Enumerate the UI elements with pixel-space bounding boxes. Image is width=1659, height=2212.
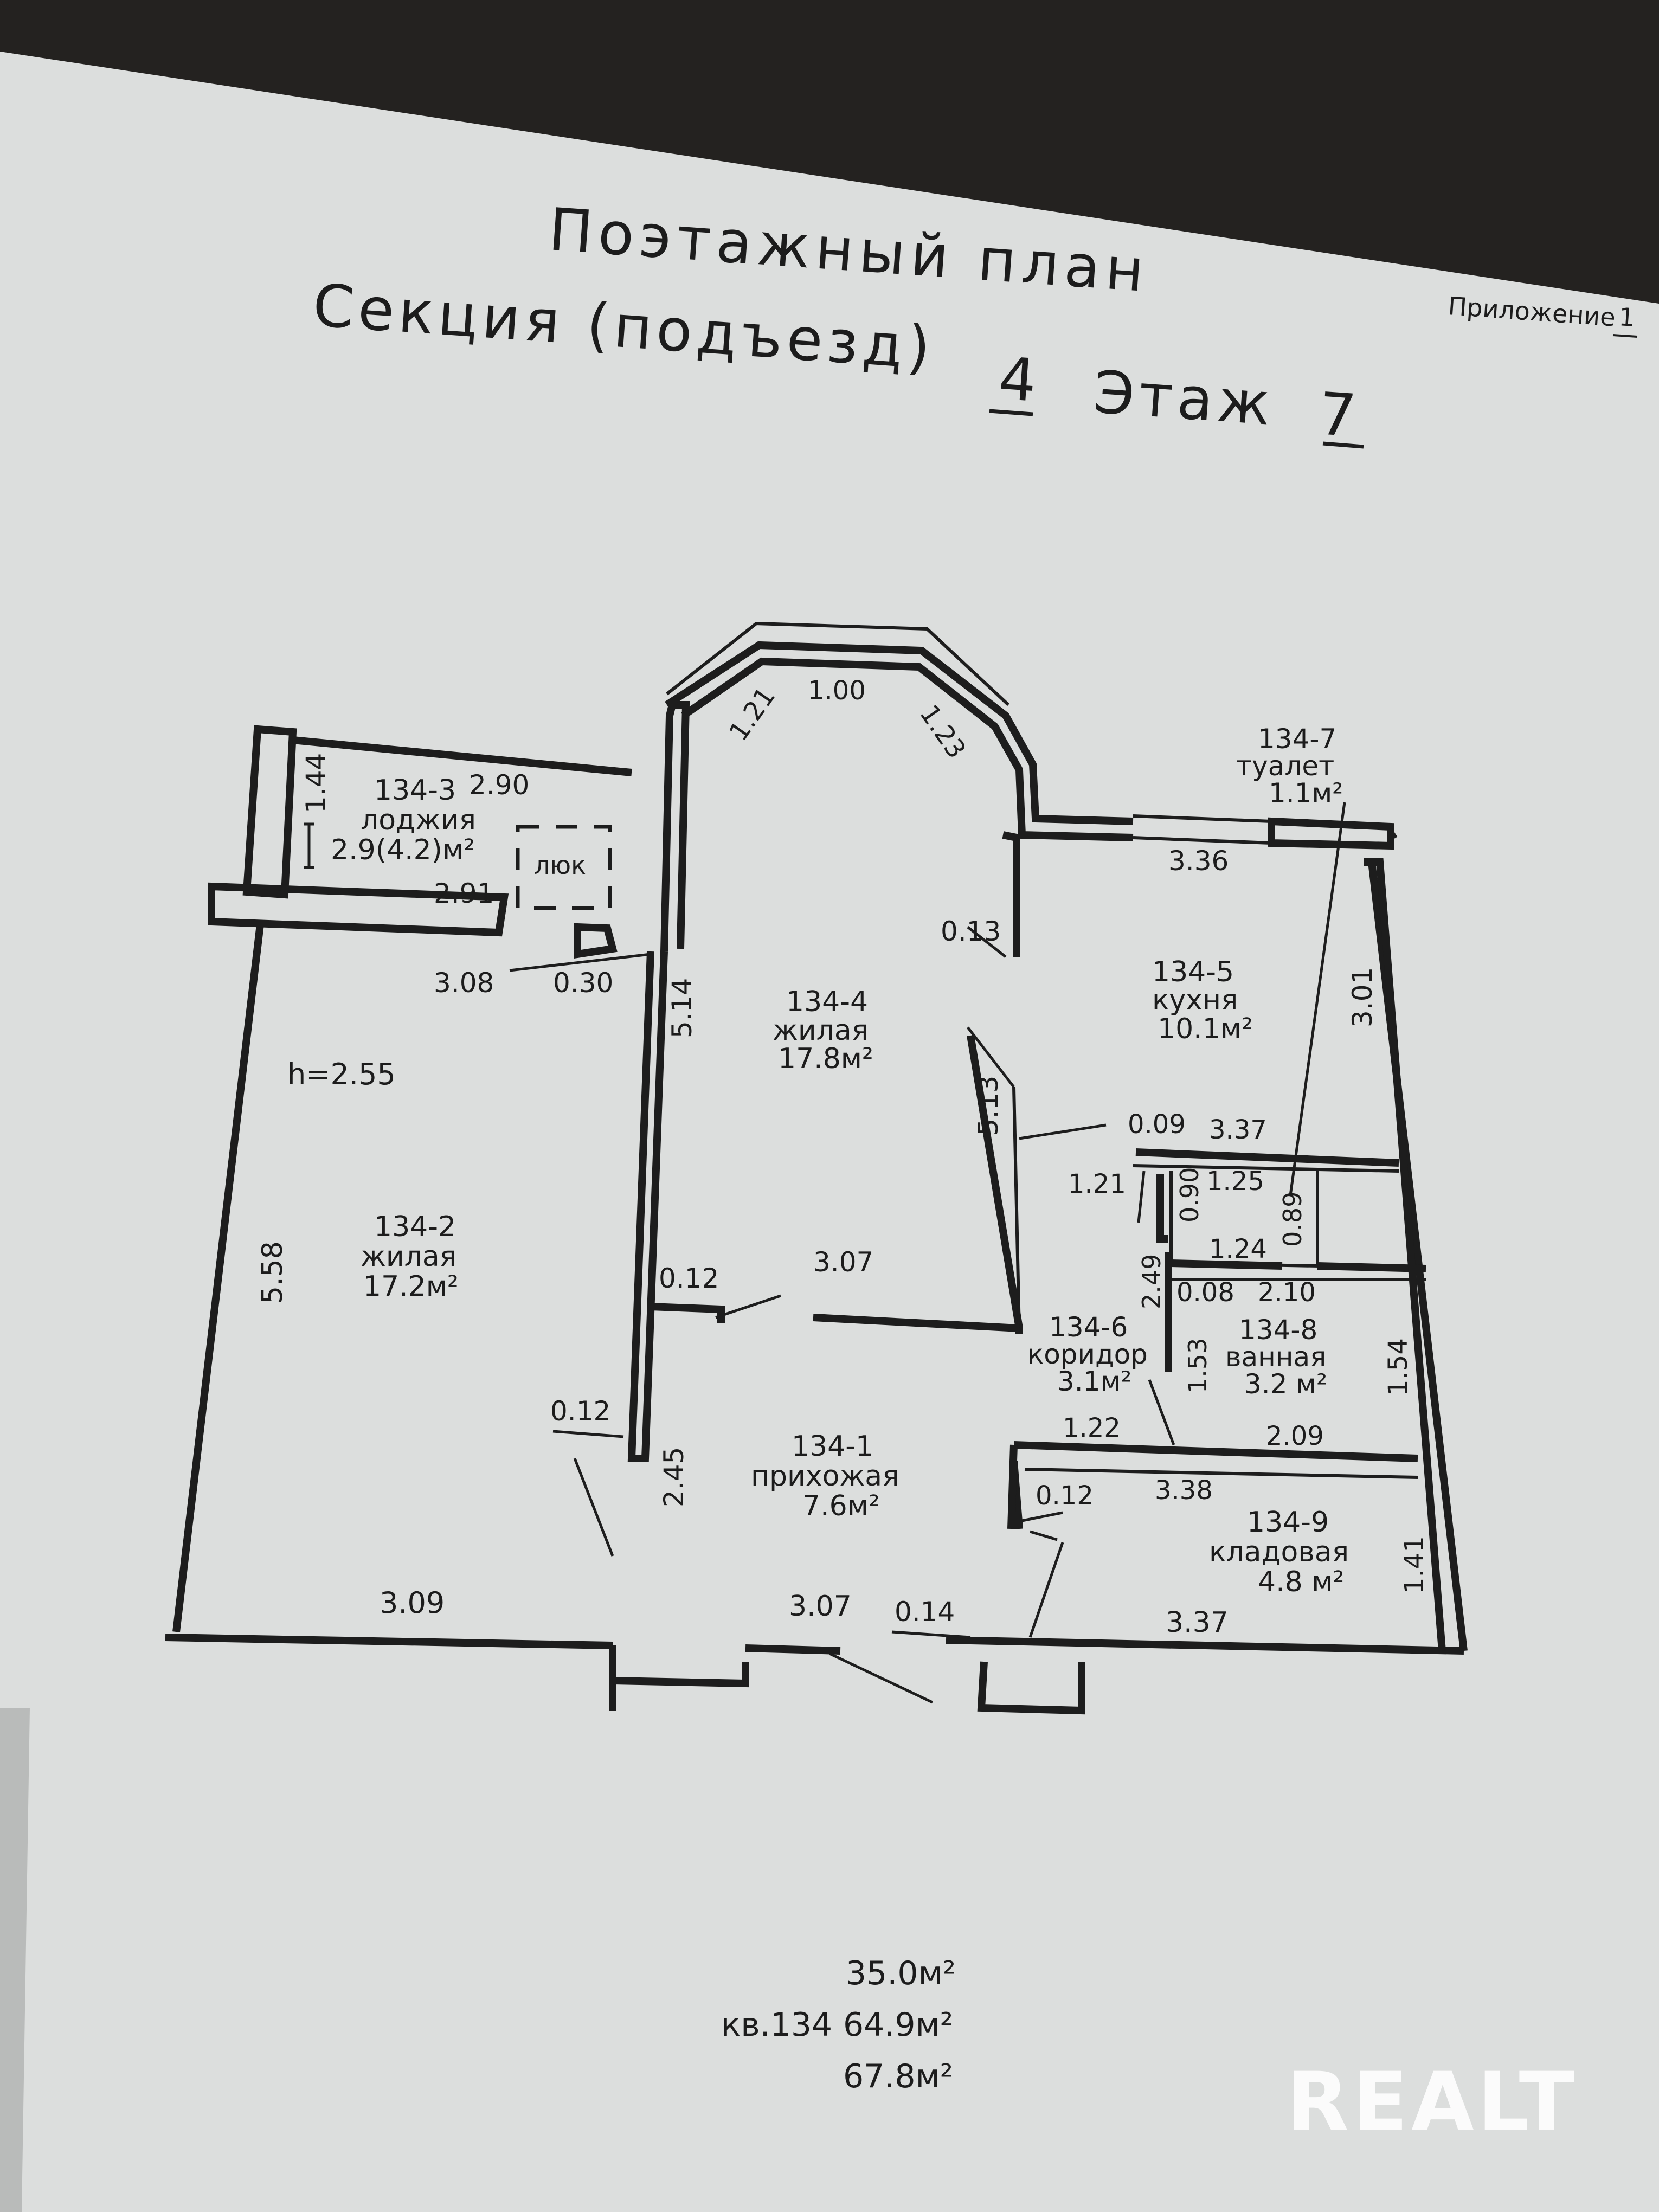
dim-1-24: 1.24 bbox=[1209, 1234, 1267, 1264]
dim-0-12-b: 0.12 bbox=[550, 1396, 610, 1427]
room-134-9: 134-9 кладовая 4.8 м² bbox=[1209, 1506, 1349, 1598]
room-134-1: 134-1 прихожая 7.6м² bbox=[751, 1430, 899, 1522]
room-134-6-name: коридор bbox=[1027, 1339, 1148, 1370]
dim-1-00: 1.00 bbox=[808, 676, 866, 706]
dim-1-53: 1.53 bbox=[1183, 1338, 1212, 1393]
dim-2-45: 2.45 bbox=[658, 1447, 690, 1507]
room-134-2-area: 17.2м² bbox=[363, 1270, 459, 1303]
dim-0-13: 0.13 bbox=[941, 916, 1001, 947]
room-134-2-id: 134-2 bbox=[374, 1211, 456, 1243]
room-134-4-name: жилая bbox=[773, 1014, 869, 1047]
room-134-4-id: 134-4 bbox=[786, 986, 868, 1018]
room-134-5: 134-5 кухня 10.1м² bbox=[1152, 956, 1253, 1045]
room-134-7-area: 1.1м² bbox=[1269, 777, 1343, 809]
dim-0-89: 0.89 bbox=[1278, 1192, 1307, 1247]
dim-3-08: 3.08 bbox=[434, 967, 494, 999]
dim-3-09: 3.09 bbox=[380, 1586, 445, 1620]
dim-0-30: 0.30 bbox=[553, 967, 613, 999]
area-totals: 35.0м² кв.134 64.9м² 67.8м² bbox=[721, 1954, 956, 2095]
room-134-5-id: 134-5 bbox=[1152, 956, 1234, 988]
dim-0-09: 0.09 bbox=[1128, 1109, 1186, 1140]
room-134-8-name: ванная bbox=[1225, 1341, 1326, 1373]
section-number-underline bbox=[989, 409, 1033, 416]
dim-5-58: 5.58 bbox=[256, 1241, 289, 1304]
room-134-4-area: 17.8м² bbox=[778, 1043, 873, 1075]
hatch-label: люк bbox=[534, 851, 586, 880]
room-134-5-area: 10.1м² bbox=[1158, 1013, 1253, 1045]
dim-3-07-bot: 3.07 bbox=[789, 1590, 852, 1623]
dim-0-14: 0.14 bbox=[895, 1596, 955, 1628]
room-134-7: 134-7 туалет 1.1м² bbox=[1236, 723, 1343, 809]
floor-number-underline bbox=[1322, 441, 1364, 449]
dim-1-41: 1.41 bbox=[1399, 1536, 1430, 1594]
room-134-8-id: 134-8 bbox=[1239, 1314, 1317, 1346]
dim-1-44: 1.44 bbox=[300, 753, 332, 813]
dim-1-22: 1.22 bbox=[1063, 1413, 1121, 1443]
room-134-4: 134-4 жилая 17.8м² bbox=[773, 986, 873, 1075]
section-number: 4 bbox=[996, 345, 1038, 415]
total-area-with-loggia: 67.8м² bbox=[843, 2057, 953, 2095]
room-134-6-id: 134-6 bbox=[1049, 1311, 1128, 1343]
dim-1-54: 1.54 bbox=[1383, 1338, 1413, 1396]
floor-number: 7 bbox=[1316, 380, 1358, 450]
room-134-3-area: 2.9(4.2)м² bbox=[331, 834, 475, 866]
ceiling-height: h=2.55 bbox=[287, 1057, 396, 1091]
total-area: 64.9м² bbox=[843, 2006, 953, 2044]
room-134-3-name: лоджия bbox=[361, 804, 476, 837]
room-134-1-name: прихожая bbox=[751, 1460, 899, 1493]
total-living-area: 35.0м² bbox=[846, 1954, 956, 1992]
dim-3-01: 3.01 bbox=[1347, 967, 1378, 1027]
floor-label: Этаж bbox=[1091, 358, 1277, 439]
flat-number: кв.134 bbox=[721, 2006, 832, 2044]
dim-3-37-bot: 3.37 bbox=[1166, 1606, 1229, 1639]
room-134-5-name: кухня bbox=[1152, 984, 1238, 1017]
room-134-1-area: 7.6м² bbox=[802, 1490, 880, 1522]
dim-0-08: 0.08 bbox=[1176, 1277, 1234, 1308]
room-134-2-name: жилая bbox=[361, 1240, 456, 1273]
dim-3-36: 3.36 bbox=[1168, 845, 1229, 877]
hatch-marker bbox=[516, 825, 612, 910]
dim-1-25: 1.25 bbox=[1206, 1166, 1264, 1197]
dim-5-13: 5.13 bbox=[973, 1076, 1004, 1136]
appendix-underline bbox=[1612, 334, 1638, 338]
room-134-6-area: 3.1м² bbox=[1057, 1366, 1131, 1397]
room-134-9-name: кладовая bbox=[1209, 1536, 1349, 1568]
dim-3-07-mid: 3.07 bbox=[813, 1246, 873, 1278]
room-134-2: 134-2 жилая 17.2м² bbox=[361, 1211, 459, 1303]
dim-1-21-mid: 1.21 bbox=[1068, 1169, 1126, 1199]
room-134-9-id: 134-9 bbox=[1247, 1506, 1329, 1539]
paper-shadow bbox=[0, 1708, 30, 2212]
dim-2-90: 2.90 bbox=[469, 769, 529, 801]
door-swings bbox=[304, 802, 1346, 1704]
realt-watermark-logo: REALT bbox=[1286, 2055, 1578, 2150]
dim-3-38: 3.38 bbox=[1155, 1475, 1213, 1506]
room-134-3: 134-3 лоджия 2.9(4.2)м² bbox=[331, 774, 476, 866]
dim-0-12-c: 0.12 bbox=[1036, 1481, 1094, 1511]
dim-5-14: 5.14 bbox=[666, 978, 698, 1038]
room-134-3-id: 134-3 bbox=[374, 774, 456, 807]
paper bbox=[0, 52, 1659, 2212]
room-134-8-area: 3.2 м² bbox=[1244, 1368, 1327, 1400]
dim-3-37-top: 3.37 bbox=[1209, 1115, 1267, 1145]
dim-0-90: 0.90 bbox=[1175, 1167, 1204, 1223]
dim-2-49: 2.49 bbox=[1137, 1254, 1166, 1309]
dim-2-91: 2.91 bbox=[434, 878, 494, 909]
room-134-1-id: 134-1 bbox=[792, 1430, 873, 1463]
dimension-labels: 1.44 2.90 2.91 3.08 0.30 1.21 1.00 1.23 … bbox=[256, 676, 1430, 1639]
walls bbox=[165, 621, 1468, 1715]
room-134-8: 134-8 ванная 3.2 м² bbox=[1225, 1314, 1327, 1400]
dim-2-10: 2.10 bbox=[1258, 1277, 1316, 1308]
room-134-6: 134-6 коридор 3.1м² bbox=[1027, 1311, 1148, 1397]
dim-0-12-a: 0.12 bbox=[659, 1263, 719, 1294]
room-134-9-area: 4.8 м² bbox=[1258, 1566, 1344, 1598]
dim-2-09: 2.09 bbox=[1266, 1421, 1324, 1451]
room-134-7-id: 134-7 bbox=[1258, 723, 1336, 755]
appendix-number: 1 bbox=[1618, 302, 1636, 332]
room-134-7-name: туалет bbox=[1236, 750, 1334, 782]
